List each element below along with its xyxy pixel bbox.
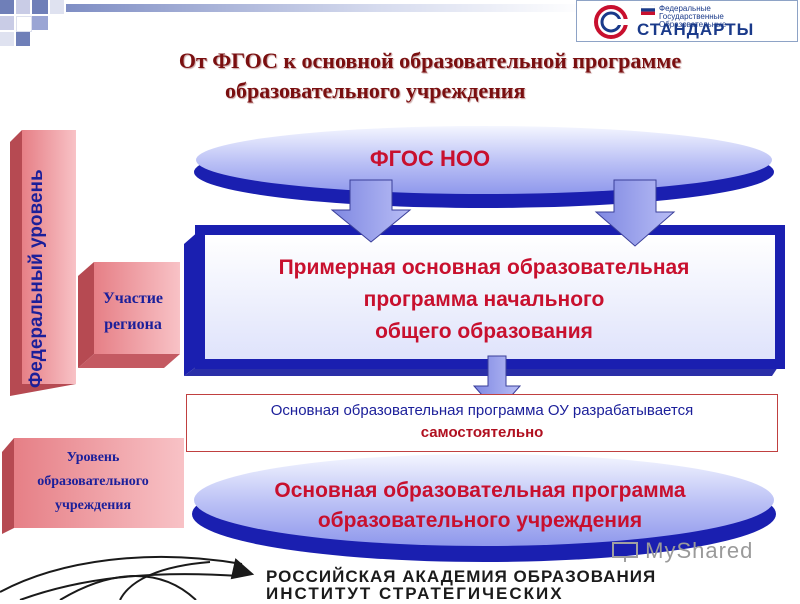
logo-big-text: СТАНДАРТЫ [637, 20, 755, 39]
region-participation-label: Участие региона [102, 290, 164, 333]
standards-emblem-icon [594, 5, 629, 39]
model-program-label: Примерная основная образовательная прогр… [278, 256, 690, 343]
federal-level-label: Федеральный уровень [26, 169, 47, 388]
federal-level-box [10, 130, 76, 396]
standards-logo: Федеральные Государственные Образователь… [576, 0, 798, 42]
watermark: MyShared [612, 538, 753, 564]
footer-institute: ИНСТИТУТ СТРАТЕГИЧЕСКИХ [266, 584, 564, 603]
arrow-down-left-icon [330, 179, 412, 243]
institution-program-label: Основная образовательная программа образ… [274, 479, 686, 532]
institution-level-label: Уровень образовательного учреждения [37, 450, 149, 513]
footer-academy: РОССИЙСКАЯ АКАДЕМИЯ ОБРАЗОВАНИЯ [266, 567, 657, 586]
institution-level-box [2, 438, 184, 534]
region-box [78, 262, 180, 368]
page-title: От ФГОС к основной образовательной прогр… [178, 48, 682, 103]
flag-icon [641, 5, 655, 15]
academy-globe-icon [0, 555, 255, 600]
arrow-down-right-icon [594, 179, 676, 247]
note-line2: самостоятельно [420, 424, 544, 441]
note-box: Основная образовательная программа ОУ ра… [186, 394, 778, 452]
presentation-icon [612, 542, 638, 563]
note-line1: Основная образовательная программа ОУ ра… [270, 402, 694, 419]
logo-small-text: Федеральные Государственные Образователь… [659, 4, 727, 29]
model-program-prism [184, 225, 785, 376]
institution-program-ellipse [192, 454, 776, 562]
fgos-noo-label: ФГОС НОО [369, 146, 491, 171]
